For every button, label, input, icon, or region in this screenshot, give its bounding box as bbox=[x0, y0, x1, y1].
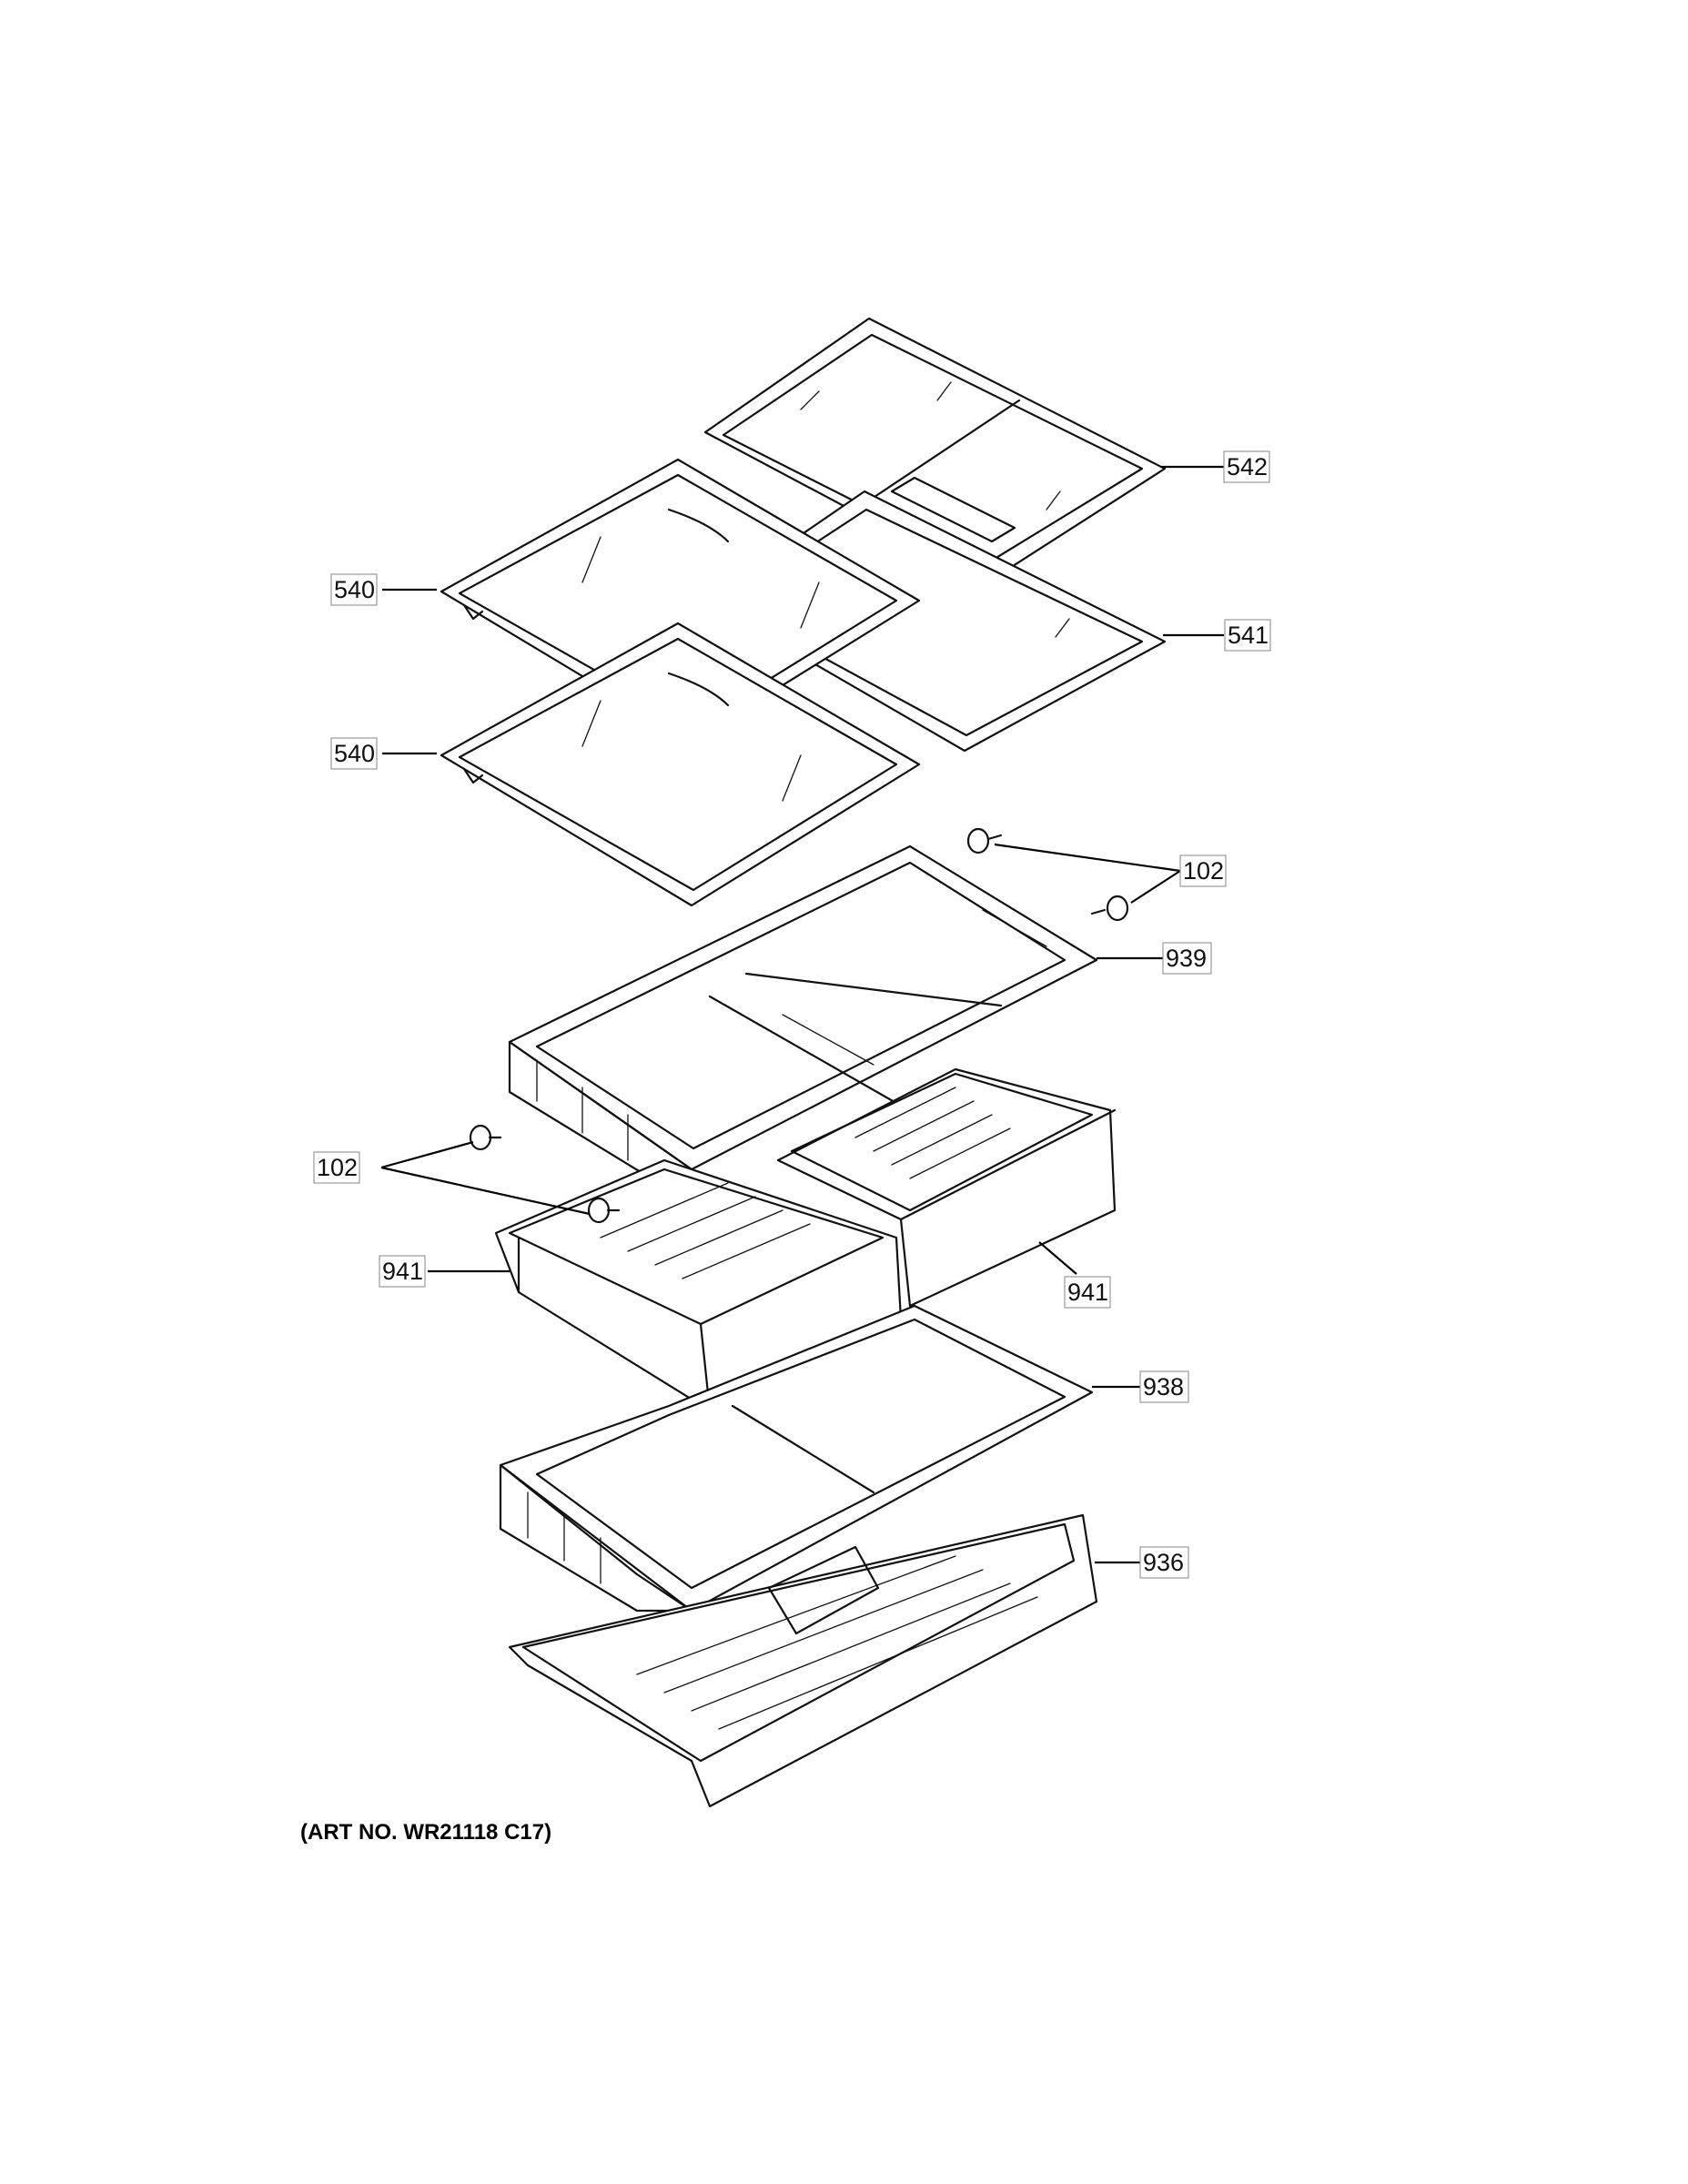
callout-102-lower-label: 102 bbox=[317, 1154, 358, 1181]
callout-541: 541 bbox=[1224, 619, 1271, 652]
callout-541-label: 541 bbox=[1228, 622, 1269, 649]
callout-102-upper: 102 bbox=[1179, 854, 1227, 887]
callout-102-lower: 102 bbox=[313, 1151, 360, 1184]
roller-102-c bbox=[469, 1124, 502, 1151]
roller-102-b bbox=[1090, 895, 1129, 922]
callout-936: 936 bbox=[1139, 1546, 1189, 1579]
callout-938-label: 938 bbox=[1143, 1373, 1184, 1400]
callout-941-right-label: 941 bbox=[1067, 1279, 1108, 1306]
shelf-540-lower bbox=[440, 622, 921, 907]
callout-542-label: 542 bbox=[1227, 453, 1268, 480]
callout-939: 939 bbox=[1162, 942, 1212, 975]
callout-941-right: 941 bbox=[1064, 1276, 1111, 1309]
roller-102-a bbox=[966, 827, 1003, 854]
drawer-941-right bbox=[776, 1067, 1117, 1308]
callout-540-lower-label: 540 bbox=[334, 740, 375, 767]
frame-938 bbox=[499, 1304, 1094, 1613]
art-number-caption: (ART NO. WR21118 C17) bbox=[300, 1820, 552, 1845]
callout-540-upper-label: 540 bbox=[334, 576, 375, 603]
callout-542: 542 bbox=[1223, 450, 1270, 483]
callout-941-left: 941 bbox=[379, 1255, 426, 1288]
callout-939-label: 939 bbox=[1166, 945, 1207, 972]
callout-936-label: 936 bbox=[1143, 1549, 1184, 1576]
callout-102-upper-label: 102 bbox=[1183, 857, 1224, 885]
callout-540-lower: 540 bbox=[330, 737, 378, 770]
roller-102-d bbox=[587, 1197, 621, 1224]
callout-540-upper: 540 bbox=[330, 573, 378, 606]
callout-938: 938 bbox=[1139, 1370, 1189, 1403]
drawer-936 bbox=[508, 1513, 1098, 1808]
leader-lines bbox=[380, 465, 1224, 1564]
callout-941-left-label: 941 bbox=[382, 1258, 423, 1285]
